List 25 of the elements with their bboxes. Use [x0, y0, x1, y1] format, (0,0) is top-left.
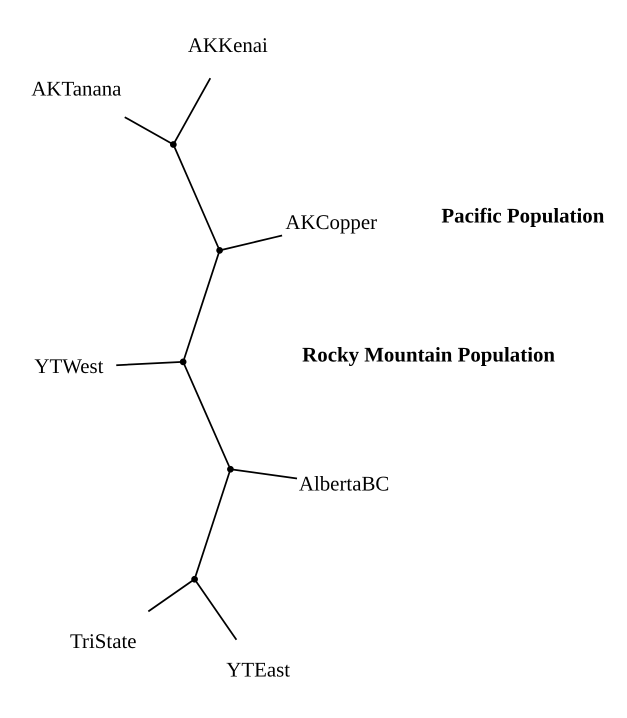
connector — [183, 252, 220, 360]
connector — [222, 234, 282, 251]
node-text: AKKenai — [188, 33, 268, 58]
node-point — [180, 358, 187, 366]
connector — [174, 78, 212, 142]
node-text: AKTanana — [31, 76, 122, 100]
node-text: TriState — [70, 629, 137, 654]
node-point — [227, 466, 234, 473]
connector — [195, 580, 238, 640]
label: Pacific Population — [441, 203, 604, 228]
label: Rocky Mountain Population — [302, 342, 556, 367]
connector — [148, 580, 193, 612]
connector — [233, 468, 298, 480]
node-point — [191, 576, 198, 583]
node-text: YTWest — [34, 354, 104, 378]
node-text: AlbertaBC — [298, 471, 390, 496]
connector — [194, 472, 230, 576]
connector — [174, 147, 220, 248]
node-text: AKCopper — [285, 210, 378, 234]
node-text: YTEast — [226, 658, 290, 682]
node-point — [170, 141, 177, 148]
connector — [124, 116, 172, 144]
connector — [116, 361, 180, 366]
node-point — [216, 247, 223, 254]
connector — [184, 364, 230, 467]
